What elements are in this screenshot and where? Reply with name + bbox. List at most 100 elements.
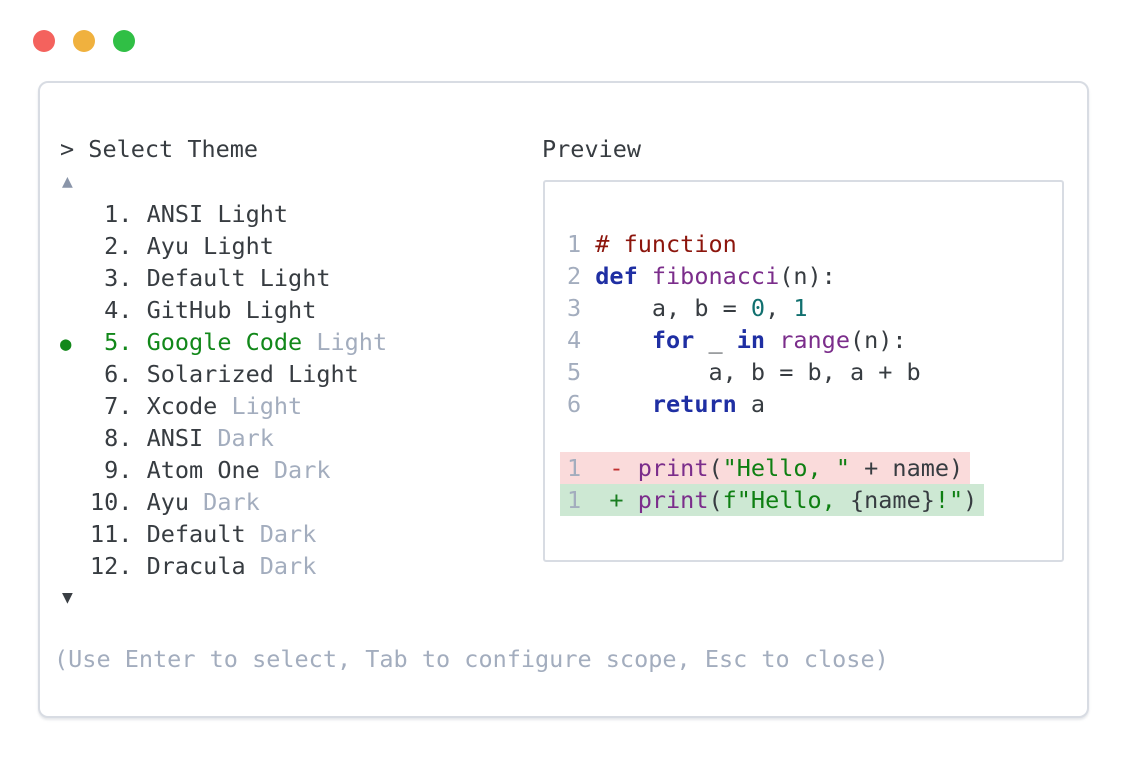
diff-line-highlight: 1 + print(f"Hello, {name}!") — [560, 484, 985, 516]
code-token: print — [637, 486, 709, 514]
theme-item-name: Atom One — [146, 456, 260, 484]
code-token — [595, 326, 652, 354]
code-token: 1 — [793, 294, 808, 322]
code-token: , — [765, 294, 794, 322]
theme-item-number: 4. — [104, 296, 133, 324]
theme-item[interactable]: ● 5. Google Code Light — [60, 326, 387, 358]
scroll-down-icon[interactable]: ▼ — [62, 587, 73, 608]
code-token: f"Hello, — [722, 486, 850, 514]
line-number: 4 — [567, 326, 582, 354]
theme-item-variant: Dark — [259, 520, 317, 548]
theme-item-number: 7. — [104, 392, 133, 420]
diff-group: 1 - print("Hello, " + name)1 + print(f"H… — [560, 452, 1062, 516]
theme-item-variant: Dark — [259, 552, 317, 580]
code-token — [595, 390, 652, 418]
theme-item-name: Dracula — [146, 552, 246, 580]
theme-item[interactable]: 10. Ayu Dark — [60, 486, 387, 518]
code-token: range — [779, 326, 850, 354]
theme-item-variant: Dark — [203, 488, 260, 516]
code-line: 1# function — [567, 228, 1062, 260]
code-token: print — [637, 454, 709, 482]
code-token: return — [651, 390, 737, 418]
code-token: ) — [963, 486, 978, 514]
code-token: a, b = — [595, 294, 751, 322]
theme-item-name: Default — [146, 520, 246, 548]
theme-item[interactable]: 7. Xcode Light — [60, 390, 387, 422]
theme-item[interactable]: 6. Solarized Light — [60, 358, 387, 390]
code-token: ( — [708, 486, 723, 514]
theme-item-name: Google Code — [146, 328, 303, 356]
theme-item[interactable]: 12. Dracula Dark — [60, 550, 387, 582]
theme-item-number: 11. — [90, 520, 133, 548]
theme-item-number: 6. — [104, 360, 133, 388]
theme-item-name: Xcode — [146, 392, 218, 420]
theme-item-number: 10. — [90, 488, 133, 516]
theme-item-name: Ayu — [146, 232, 190, 260]
code-line: 3 a, b = 0, 1 — [567, 292, 1062, 324]
keyboard-hint-text: (Use Enter to select, Tab to configure s… — [54, 645, 889, 673]
theme-item[interactable]: 9. Atom One Dark — [60, 454, 387, 486]
code-token: in — [736, 326, 766, 354]
diff-line-del: 1 - print("Hello, " + name) — [560, 452, 1062, 484]
code-token: {name} — [849, 486, 935, 514]
zoom-window-button[interactable] — [113, 30, 135, 52]
theme-item-name: Solarized — [146, 360, 274, 388]
code-line: 4 for _ in range(n): — [567, 324, 1062, 356]
code-token — [638, 262, 652, 290]
theme-item-name: Default — [146, 264, 246, 292]
code-token: (n): — [779, 262, 836, 290]
close-window-button[interactable] — [33, 30, 55, 52]
theme-item-number: 12. — [90, 552, 133, 580]
code-token: for — [651, 326, 695, 354]
scroll-up-icon[interactable]: ▲ — [62, 171, 73, 192]
theme-item-variant: Dark — [217, 424, 274, 452]
code-token: ( — [708, 454, 723, 482]
line-number: 2 — [567, 262, 582, 290]
code-token: a — [736, 390, 766, 418]
theme-item-variant: Light — [203, 232, 274, 260]
code-token: # function — [595, 230, 737, 258]
code-token: fibonacci — [651, 262, 780, 290]
window-controls — [33, 30, 135, 52]
minimize-window-button[interactable] — [73, 30, 95, 52]
code-token: _ — [694, 326, 737, 354]
theme-item-variant: Light — [259, 264, 331, 292]
theme-item-variant: Light — [217, 200, 289, 228]
theme-item-name: ANSI — [146, 200, 204, 228]
code-token: "Hello, " — [722, 454, 850, 482]
selected-marker-icon: ● — [60, 333, 72, 355]
theme-item-variant: Light — [316, 328, 388, 356]
line-number: 1 — [567, 486, 582, 514]
theme-item[interactable]: 11. Default Dark — [60, 518, 387, 550]
theme-item-name: GitHub — [146, 296, 232, 324]
code-token: + name) — [849, 454, 964, 482]
theme-item-variant: Dark — [273, 456, 331, 484]
code-line: 2 def fibonacci(n): — [567, 260, 1062, 292]
preview-label: Preview — [542, 135, 642, 163]
code-token: !" — [934, 486, 964, 514]
theme-item-number: 8. — [104, 424, 133, 452]
code-line: 5 a, b = b, a + b — [567, 356, 1062, 388]
theme-item-variant: Light — [231, 392, 303, 420]
line-number: 1 — [567, 454, 582, 482]
diff-line-highlight: 1 - print("Hello, " + name) — [560, 452, 971, 484]
line-number: 5 — [567, 358, 582, 386]
diff-line-add: 1 + print(f"Hello, {name}!") — [560, 484, 1062, 516]
theme-item-name: Ayu — [146, 488, 190, 516]
theme-item-number: 5. — [104, 328, 133, 356]
theme-item-number: 9. — [104, 456, 133, 484]
line-number: 6 — [567, 390, 582, 418]
theme-item-variant: Light — [288, 360, 359, 388]
code-token: def — [595, 262, 638, 290]
code-line: 6 return a — [567, 388, 1062, 420]
